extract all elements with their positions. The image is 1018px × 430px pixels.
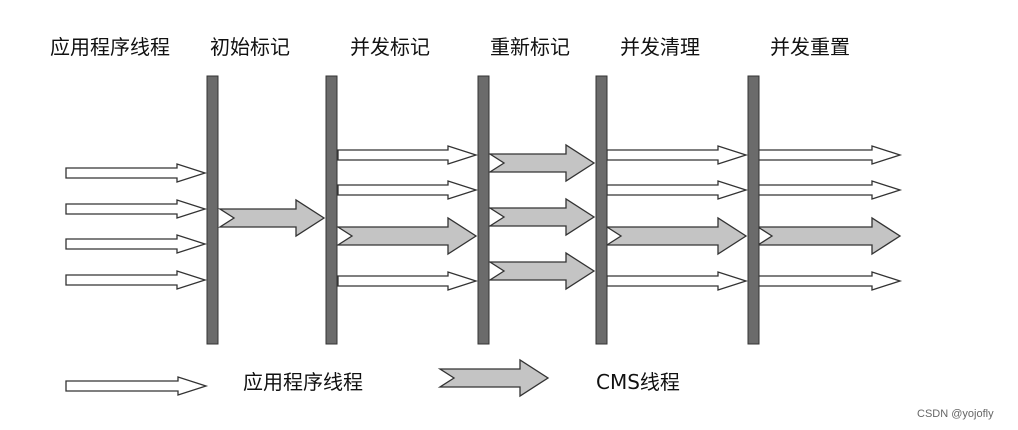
- cms-thread-arrow-remark-2: [487, 197, 596, 237]
- cms-thread-arrow-remark-3: [487, 251, 596, 291]
- legend-app-thread-arrow: [65, 376, 209, 396]
- legend-app-thread-label: 应用程序线程: [243, 370, 363, 394]
- barrier-concurrent-mark: [325, 75, 338, 345]
- app-thread-arrow-concurrent-sweep-3: [606, 271, 749, 291]
- barrier-concurrent-sweep: [595, 75, 608, 345]
- cms-thread-arrow-remark-1: [487, 143, 596, 183]
- barrier-initial-mark: [206, 75, 219, 345]
- cms-thread-arrow-concurrent-mark: [335, 216, 478, 256]
- cms-thread-arrow-concurrent-reset: [755, 216, 902, 256]
- barrier-remark: [477, 75, 490, 345]
- app-thread-arrow-pre-3: [65, 234, 208, 254]
- phase-label-app-threads: 应用程序线程: [50, 35, 170, 59]
- app-thread-arrow-concurrent-mark-2: [337, 180, 479, 200]
- app-thread-arrow-concurrent-mark-1: [337, 145, 479, 165]
- app-thread-arrow-pre-2: [65, 199, 208, 219]
- app-thread-arrow-concurrent-mark-3: [337, 271, 479, 291]
- legend-cms-thread-label: CMS线程: [596, 370, 680, 394]
- app-thread-arrow-concurrent-reset-1: [757, 145, 903, 165]
- phase-label-concurrent-sweep: 并发清理: [620, 35, 700, 59]
- cms-thread-arrow-concurrent-sweep: [604, 216, 748, 256]
- watermark: CSDN @yojofly: [917, 408, 994, 420]
- legend-cms-thread-arrow: [437, 358, 550, 398]
- phase-label-initial-mark: 初始标记: [210, 35, 290, 59]
- phase-label-remark: 重新标记: [490, 35, 570, 59]
- barrier-concurrent-reset: [747, 75, 760, 345]
- app-thread-arrow-pre-4: [65, 270, 208, 290]
- phase-label-concurrent-reset: 并发重置: [770, 35, 850, 59]
- app-thread-arrow-concurrent-sweep-1: [606, 145, 749, 165]
- app-thread-arrow-pre-1: [65, 163, 208, 183]
- cms-thread-arrow-initial-mark: [217, 198, 326, 238]
- app-thread-arrow-concurrent-reset-2: [757, 180, 903, 200]
- app-thread-arrow-concurrent-reset-3: [757, 271, 903, 291]
- app-thread-arrow-concurrent-sweep-2: [606, 180, 749, 200]
- phase-label-concurrent-mark: 并发标记: [350, 35, 430, 59]
